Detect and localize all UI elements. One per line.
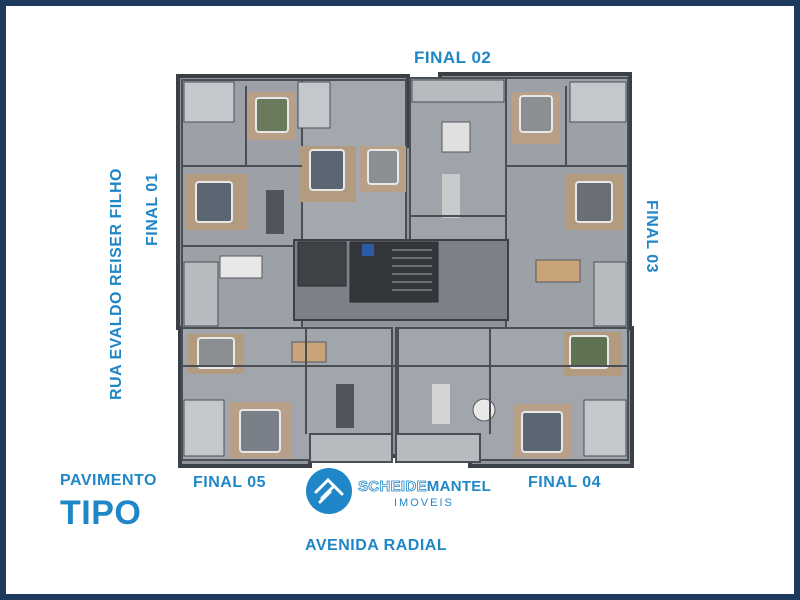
- dining-table: [219, 255, 263, 279]
- bathroom: [569, 81, 627, 123]
- balcony: [593, 261, 627, 327]
- label-final-03: FINAL 03: [643, 200, 660, 274]
- sofa: [336, 384, 354, 428]
- sofa: [266, 190, 284, 234]
- logo-name-part2: MANTEL: [426, 478, 492, 495]
- bed: [195, 181, 233, 223]
- label-final-04: FINAL 04: [528, 474, 602, 491]
- bed: [521, 411, 563, 453]
- brand-logo: SCHEIDEMANTEL IMOVEIS: [306, 466, 496, 522]
- elevator-block: [297, 241, 347, 287]
- bed: [367, 149, 399, 185]
- bed: [309, 149, 345, 191]
- label-final-02: FINAL 02: [414, 48, 492, 67]
- sofa: [432, 384, 450, 424]
- floor-title-line1: PAVIMENTO: [60, 472, 157, 489]
- logo-mark-icon: [306, 468, 352, 514]
- bathroom: [297, 81, 331, 129]
- bed: [197, 337, 235, 369]
- bathroom: [183, 399, 225, 457]
- bottom-balcony-left: [309, 433, 393, 463]
- bed: [569, 335, 609, 369]
- accessibility-sign: [362, 244, 374, 256]
- stairs-lines: [392, 249, 432, 291]
- bathroom: [583, 399, 627, 457]
- floor-title-line2: TIPO: [60, 494, 142, 532]
- dining-table: [535, 259, 581, 283]
- label-final-01: FINAL 01: [144, 172, 161, 246]
- bathroom: [183, 81, 235, 123]
- balcony: [183, 261, 219, 327]
- bed: [239, 409, 281, 453]
- interior-walls: [182, 86, 628, 434]
- floor-plan: [176, 72, 634, 468]
- bed: [575, 181, 613, 223]
- dining-table: [441, 121, 471, 153]
- sofa: [442, 174, 460, 218]
- label-final-05: FINAL 05: [193, 474, 267, 491]
- label-street-bottom: AVENIDA RADIAL: [305, 537, 448, 554]
- logo-subtitle: IMOVEIS: [394, 497, 454, 509]
- bed: [255, 97, 289, 133]
- logo-name: SCHEIDEMANTEL: [358, 478, 492, 496]
- round-table: [472, 398, 496, 422]
- dining-table: [291, 341, 327, 363]
- logo-name-part1: SCHEIDE: [358, 478, 427, 496]
- label-street-left: RUA EVALDO REISER FILHO: [108, 168, 125, 400]
- balcony: [411, 79, 505, 103]
- bed: [519, 95, 553, 133]
- bottom-balcony-right: [395, 433, 481, 463]
